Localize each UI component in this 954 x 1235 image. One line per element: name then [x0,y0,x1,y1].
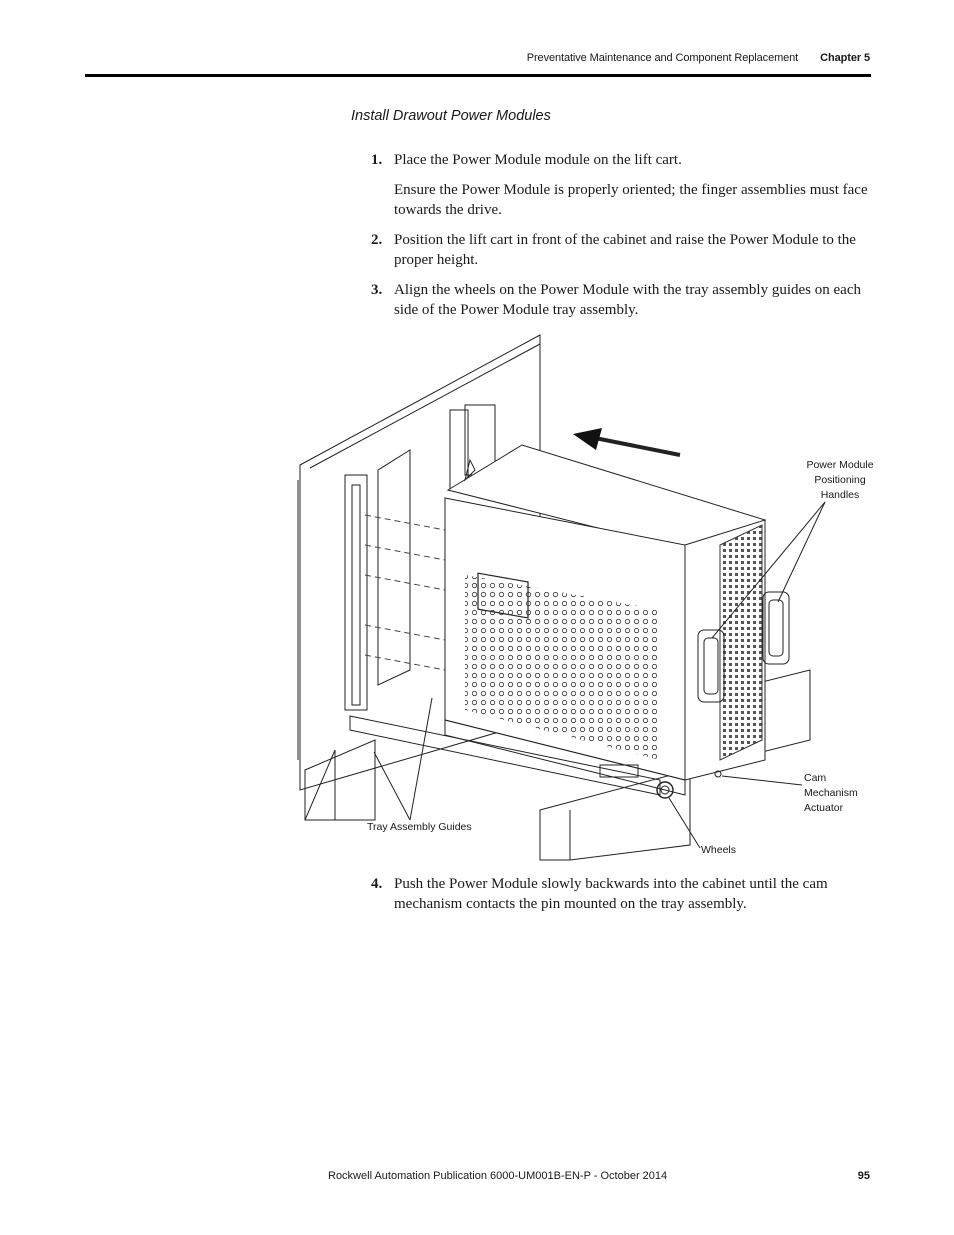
label-line: Handles [820,489,860,501]
label-positioning-handles: Power Module Positioning Handles [795,458,885,503]
step-1: 1. Place the Power Module module on the … [371,150,871,170]
step-3: 3. Align the wheels on the Power Module … [371,280,871,320]
panel-rail [344,474,368,711]
wheel [656,781,674,799]
header-section-title: Preventative Maintenance and Component R… [526,52,799,64]
step-number: 2. [371,232,383,248]
running-header: Preventative Maintenance and Component R… [527,52,870,64]
step-2: 2. Position the lift cart in front of th… [371,230,871,270]
label-line: Mechanism [804,787,858,799]
label-wheels: Wheels [701,844,737,856]
positioning-handle-right [762,591,790,665]
footer-publication: Rockwell Automation Publication 6000-UM0… [328,1170,668,1182]
step-text: Align the wheels on the Power Module wit… [394,282,861,318]
header-chapter: Chapter 5 [820,52,870,64]
step-number: 3. [371,282,383,298]
panel-opening [377,449,411,686]
label-line: Cam [804,772,827,784]
power-module-illustration [297,334,826,861]
step-1-note: Ensure the Power Module is properly orie… [371,180,871,220]
step-text: Place the Power Module module on the lif… [394,152,682,168]
step-number: 4. [371,876,383,892]
page-number: 95 [857,1170,870,1182]
label-line: Actuator [804,802,844,814]
power-module-figure: Power Module Positioning Handles Cam Mec… [290,320,874,875]
label-tray-guides: Tray Assembly Guides [367,821,472,833]
label-cam-actuator: Cam Mechanism Actuator [804,771,858,816]
label-line: Power Module [806,459,874,471]
push-direction-arrow [573,428,602,450]
tray-guide-left [349,715,661,796]
step-text: Position the lift cart in front of the c… [394,232,856,268]
step-text: Push the Power Module slowly backwards i… [394,876,828,912]
step-4: 4. Push the Power Module slowly backward… [371,874,871,914]
module-vent-holes [465,575,660,760]
label-line: Positioning [814,474,866,486]
step-number: 1. [371,152,383,168]
header-rule [85,74,871,77]
tray-rail-front [539,769,691,861]
positioning-handle-left [697,629,725,703]
cam-actuator [714,770,722,778]
subheading: Install Drawout Power Modules [351,108,551,124]
module-side-vent [719,524,763,761]
step-note-text: Ensure the Power Module is properly orie… [394,182,868,218]
